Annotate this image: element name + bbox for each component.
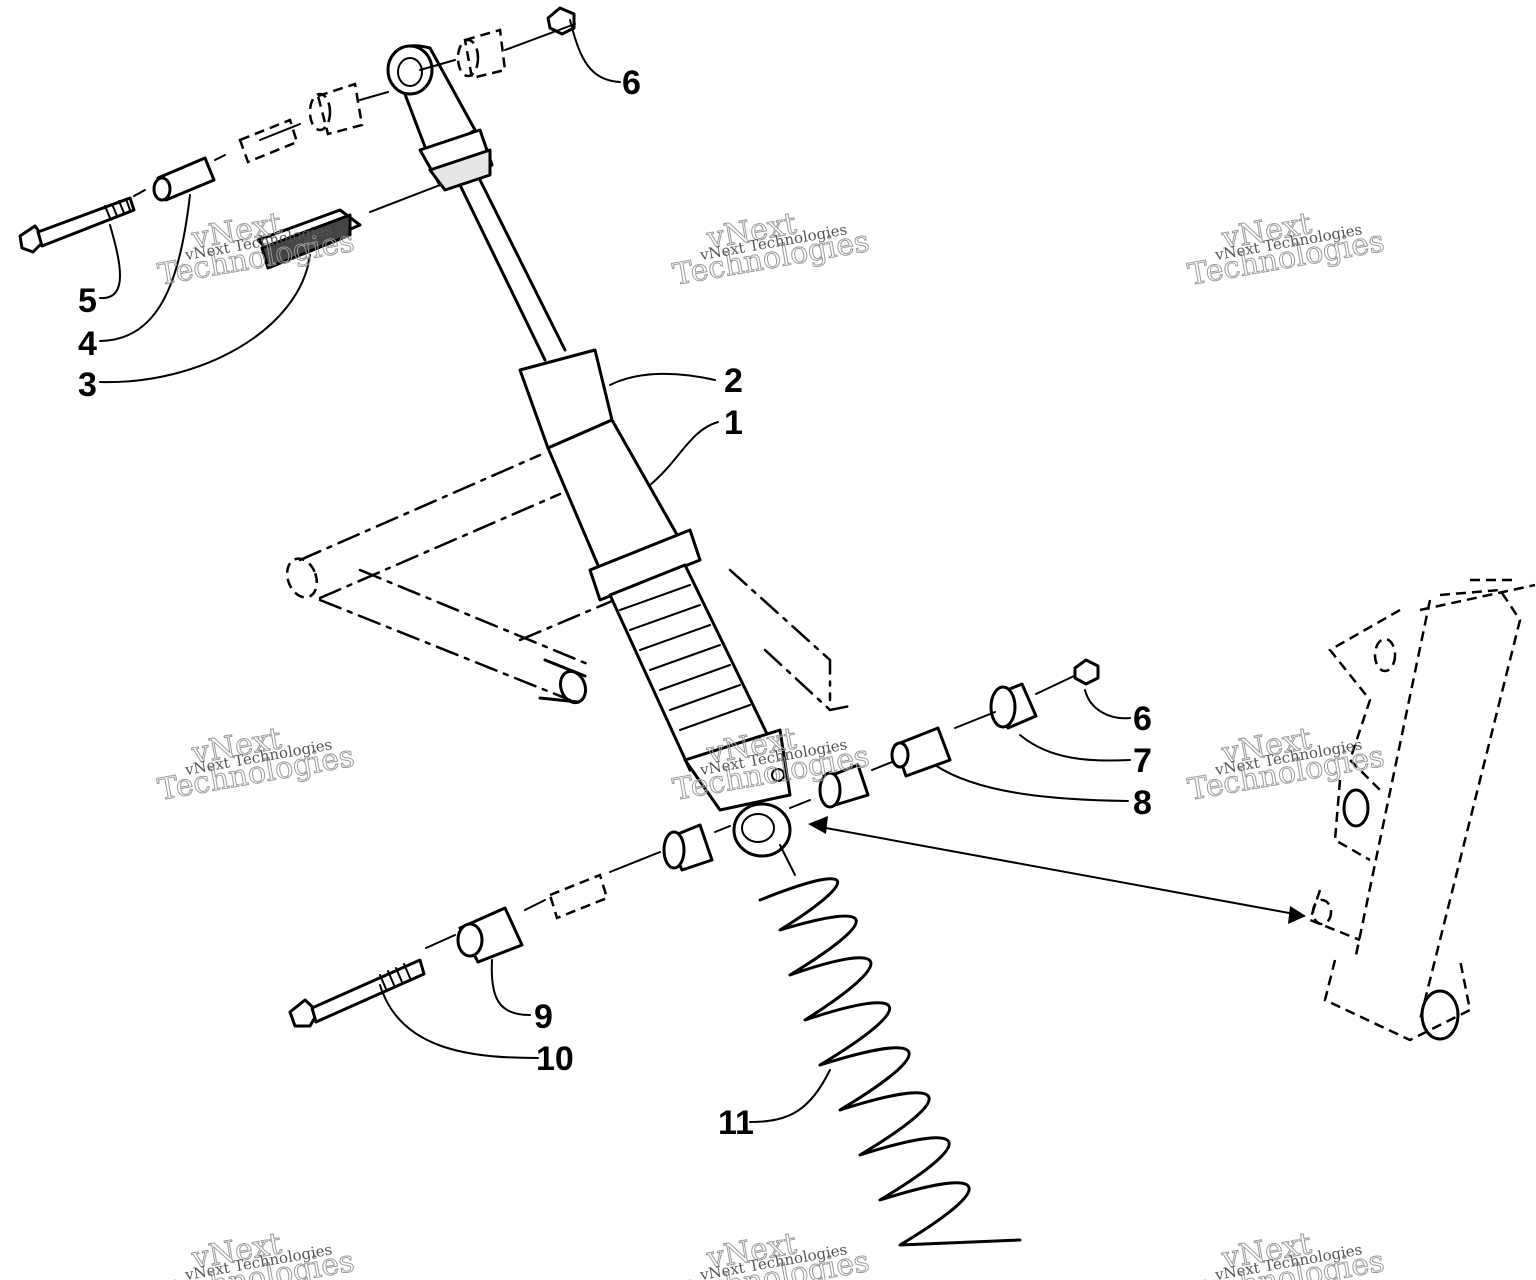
watermark-1: vNext Technologies vNext Technologies [155,206,358,294]
watermark-8: vNext Technologies vNext Technologies [670,1226,873,1280]
a-arm-outline [285,453,857,712]
shock-upper [386,44,567,362]
watermark-9: vNext Technologies vNext Technologies [1185,1226,1388,1280]
bolt-thread-lower [379,963,411,990]
watermark-6: vNext Technologies vNext Technologies [1185,721,1388,809]
callout-3: 3 [78,366,97,404]
callout-6-top: 6 [622,64,641,102]
coil-spring [758,877,1022,1247]
callout-9: 9 [534,998,553,1036]
mounting-arrow [808,816,1306,924]
upper-hardware [18,6,576,270]
callout-1: 1 [724,404,743,442]
callout-4: 4 [78,325,97,363]
callout-8: 8 [1133,784,1152,822]
watermark-2: vNext Technologies vNext Technologies [670,206,873,294]
leader-lines [99,19,1131,1123]
callout-6-right: 6 [1133,700,1152,738]
lower-hardware [288,658,1100,1028]
callout-5: 5 [78,282,97,320]
watermark-3: vNext Technologies vNext Technologies [1185,206,1388,294]
callout-10: 10 [536,1040,574,1078]
watermark-4: vNext Technologies vNext Technologies [155,721,358,809]
callout-11: 11 [718,1104,754,1142]
spindle-outline [1308,578,1536,1042]
spring-thread-lines [619,584,751,731]
shock-body [518,348,792,858]
bolt-thread [104,198,131,219]
watermark-7: vNext Technologies vNext Technologies [155,1226,358,1280]
callout-2: 2 [724,362,743,400]
callout-7: 7 [1133,742,1152,780]
watermarks: vNext Technologies vNext Technologies vN… [155,206,1388,1280]
callout-labels: 2 1 3 4 5 6 6 7 8 9 10 11 [78,64,1152,1142]
